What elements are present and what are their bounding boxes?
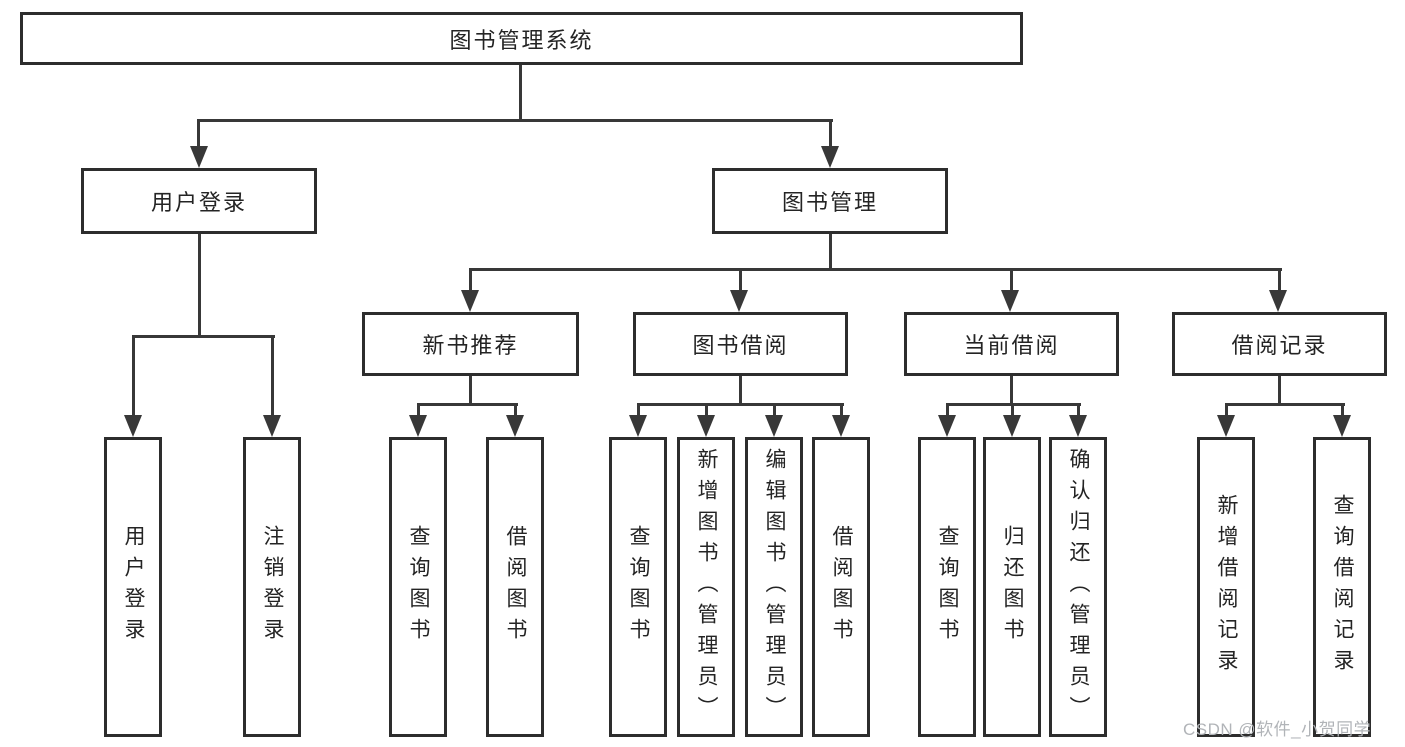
connector-line: [132, 335, 275, 338]
connector-line: [132, 335, 135, 417]
arrow-down-icon: [1001, 290, 1019, 312]
leaf-logout: 注销登录: [243, 437, 301, 737]
node-borrow-record: 借阅记录: [1172, 312, 1387, 376]
node-user-login: 用户登录: [81, 168, 317, 234]
leaf-return-books: 归还图书: [983, 437, 1041, 737]
connector-line: [739, 268, 742, 292]
leaf-edit-books-admin: 编辑图书（管理员）: [745, 437, 803, 737]
connector-line: [1278, 268, 1281, 292]
connector-line: [1225, 403, 1228, 417]
arrow-down-icon: [263, 415, 281, 437]
arrow-down-icon: [124, 415, 142, 437]
connector-line: [1225, 403, 1345, 406]
node-book-management: 图书管理: [712, 168, 948, 234]
connector-line: [705, 403, 708, 417]
arrow-down-icon: [461, 290, 479, 312]
connector-line: [1341, 403, 1344, 417]
connector-line: [417, 403, 518, 406]
connector-line: [1010, 268, 1013, 292]
connector-line: [840, 403, 843, 417]
arrow-down-icon: [938, 415, 956, 437]
arrow-down-icon: [832, 415, 850, 437]
node-current-borrow: 当前借阅: [904, 312, 1119, 376]
connector-line: [946, 403, 949, 417]
arrow-down-icon: [1333, 415, 1351, 437]
arrow-down-icon: [190, 146, 208, 168]
connector-line: [1278, 376, 1281, 405]
arrow-down-icon: [821, 146, 839, 168]
connector-line: [417, 403, 420, 417]
connector-line: [1010, 376, 1013, 405]
connector-line: [829, 234, 832, 271]
node-library-management-system: 图书管理系统: [20, 12, 1023, 65]
connector-line: [197, 119, 833, 122]
arrow-down-icon: [730, 290, 748, 312]
leaf-query-books-borrow: 查询图书: [609, 437, 667, 737]
leaf-query-borrow-record: 查询借阅记录: [1313, 437, 1371, 737]
connector-line: [1077, 403, 1080, 417]
leaf-query-books-current: 查询图书: [918, 437, 976, 737]
arrow-down-icon: [1269, 290, 1287, 312]
leaf-user-login: 用户登录: [104, 437, 162, 737]
csdn-watermark: CSDN @软件_小贺同学: [1183, 720, 1372, 739]
connector-line: [637, 403, 640, 417]
connector-line: [773, 403, 776, 417]
node-new-book-recommend: 新书推荐: [362, 312, 579, 376]
arrow-down-icon: [1217, 415, 1235, 437]
connector-line: [271, 335, 274, 417]
arrow-down-icon: [697, 415, 715, 437]
arrow-down-icon: [1069, 415, 1087, 437]
leaf-query-books-recommend: 查询图书: [389, 437, 447, 737]
leaf-add-borrow-record: 新增借阅记录: [1197, 437, 1255, 737]
connector-line: [1011, 403, 1014, 417]
connector-line: [198, 234, 201, 338]
connector-line: [469, 268, 1282, 271]
leaf-borrow-books: 借阅图书: [812, 437, 870, 737]
arrow-down-icon: [629, 415, 647, 437]
leaf-confirm-return-admin: 确认归还（管理员）: [1049, 437, 1107, 737]
connector-line: [514, 403, 517, 417]
connector-line: [469, 376, 472, 405]
connector-line: [637, 403, 844, 406]
arrow-down-icon: [1003, 415, 1021, 437]
arrow-down-icon: [765, 415, 783, 437]
connector-line: [739, 376, 742, 405]
leaf-add-books-admin: 新增图书（管理员）: [677, 437, 735, 737]
connector-line: [519, 65, 522, 122]
connector-line: [829, 119, 832, 150]
connector-line: [469, 268, 472, 292]
arrow-down-icon: [506, 415, 524, 437]
connector-line: [197, 119, 200, 150]
arrow-down-icon: [409, 415, 427, 437]
node-book-borrow: 图书借阅: [633, 312, 848, 376]
leaf-borrow-books-recommend: 借阅图书: [486, 437, 544, 737]
